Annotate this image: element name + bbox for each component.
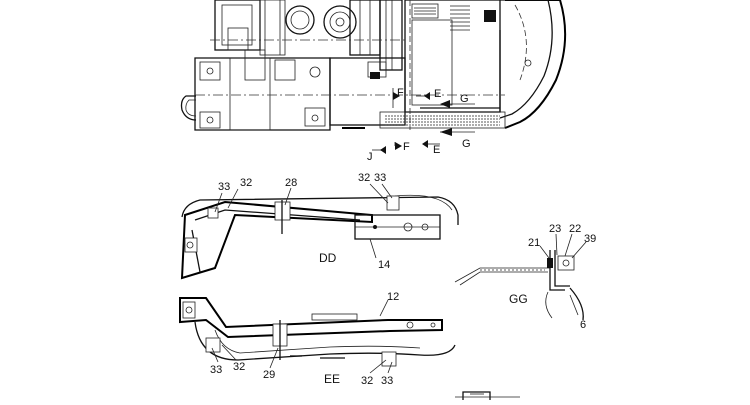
svg-text:G: G bbox=[460, 93, 469, 105]
ee-label: EE bbox=[324, 372, 340, 386]
ee-callouts: 12 33 32 29 32 33 bbox=[210, 291, 399, 387]
view-dd: DD 33 32 28 32 33 14 bbox=[180, 172, 459, 280]
section-arrow-g-top: G bbox=[440, 93, 475, 108]
corner-mount bbox=[199, 61, 221, 81]
step-plate-hatch bbox=[385, 115, 500, 126]
svg-text:33: 33 bbox=[218, 181, 230, 193]
svg-text:33: 33 bbox=[210, 364, 222, 376]
svg-text:28: 28 bbox=[285, 177, 297, 189]
section-arrow-f-bottom: F bbox=[394, 141, 410, 153]
gg-clamp bbox=[557, 255, 575, 271]
svg-text:F: F bbox=[403, 141, 410, 153]
svg-text:E: E bbox=[433, 144, 440, 156]
view-gg: GG 23 22 21 39 6 bbox=[454, 223, 596, 331]
hidden-line bbox=[514, 4, 527, 81]
svg-text:21: 21 bbox=[528, 237, 540, 249]
svg-text:32: 32 bbox=[358, 172, 370, 184]
gg-floor-edge bbox=[454, 267, 550, 283]
dd-callouts: 33 32 28 32 33 14 bbox=[214, 172, 393, 271]
ee-cover-outline bbox=[194, 321, 456, 361]
svg-text:29: 29 bbox=[263, 369, 275, 381]
fan-right bbox=[323, 5, 357, 39]
partial-view bbox=[455, 391, 520, 400]
svg-text:6: 6 bbox=[580, 319, 586, 331]
vent-slots bbox=[450, 5, 470, 31]
cooler bbox=[379, 0, 403, 71]
svg-text:E: E bbox=[434, 88, 441, 100]
section-arrow-g-bottom: G bbox=[440, 128, 475, 150]
housing-inner-outline bbox=[499, 0, 553, 119]
dd-label: DD bbox=[319, 251, 337, 265]
svg-text:F: F bbox=[397, 87, 404, 99]
cylinder-cap bbox=[227, 27, 249, 51]
section-arrow-e-bottom: E bbox=[422, 140, 440, 156]
dd-cover-outline bbox=[181, 196, 459, 225]
base-frame bbox=[194, 57, 331, 131]
view-ee: EE 12 33 32 29 32 33 bbox=[179, 291, 456, 387]
inner-panel bbox=[411, 19, 453, 106]
housing-outline bbox=[504, 0, 567, 129]
step-plate bbox=[379, 111, 506, 129]
svg-text:23: 23 bbox=[549, 223, 561, 235]
section-arrow-f-top: F bbox=[392, 87, 404, 108]
svg-text:14: 14 bbox=[378, 259, 390, 271]
vent-grille bbox=[414, 7, 436, 15]
section-arrow-j-bottom: J bbox=[367, 146, 386, 163]
svg-text:22: 22 bbox=[569, 223, 581, 235]
svg-text:32: 32 bbox=[361, 375, 373, 387]
gg-label: GG bbox=[509, 292, 528, 306]
partial-frame bbox=[462, 391, 491, 400]
bolt-hole bbox=[524, 59, 532, 67]
handle bbox=[180, 95, 197, 121]
svg-text:32: 32 bbox=[240, 177, 252, 189]
dd-bracket bbox=[180, 200, 373, 280]
svg-text:12: 12 bbox=[387, 291, 399, 303]
fan-left bbox=[285, 5, 315, 35]
ee-bracket bbox=[179, 297, 443, 339]
filter-block bbox=[484, 10, 496, 22]
top-view: F E G J F E G bbox=[180, 0, 567, 163]
svg-text:J: J bbox=[367, 151, 373, 163]
svg-text:32: 32 bbox=[233, 361, 245, 373]
gg-callouts: 23 22 21 39 6 bbox=[528, 223, 596, 331]
svg-text:39: 39 bbox=[584, 233, 596, 245]
svg-text:G: G bbox=[462, 138, 471, 150]
svg-text:33: 33 bbox=[374, 172, 386, 184]
svg-text:33: 33 bbox=[381, 375, 393, 387]
corner-mount bbox=[199, 111, 221, 129]
section-arrow-e-top: E bbox=[416, 88, 441, 100]
tank bbox=[329, 57, 406, 126]
